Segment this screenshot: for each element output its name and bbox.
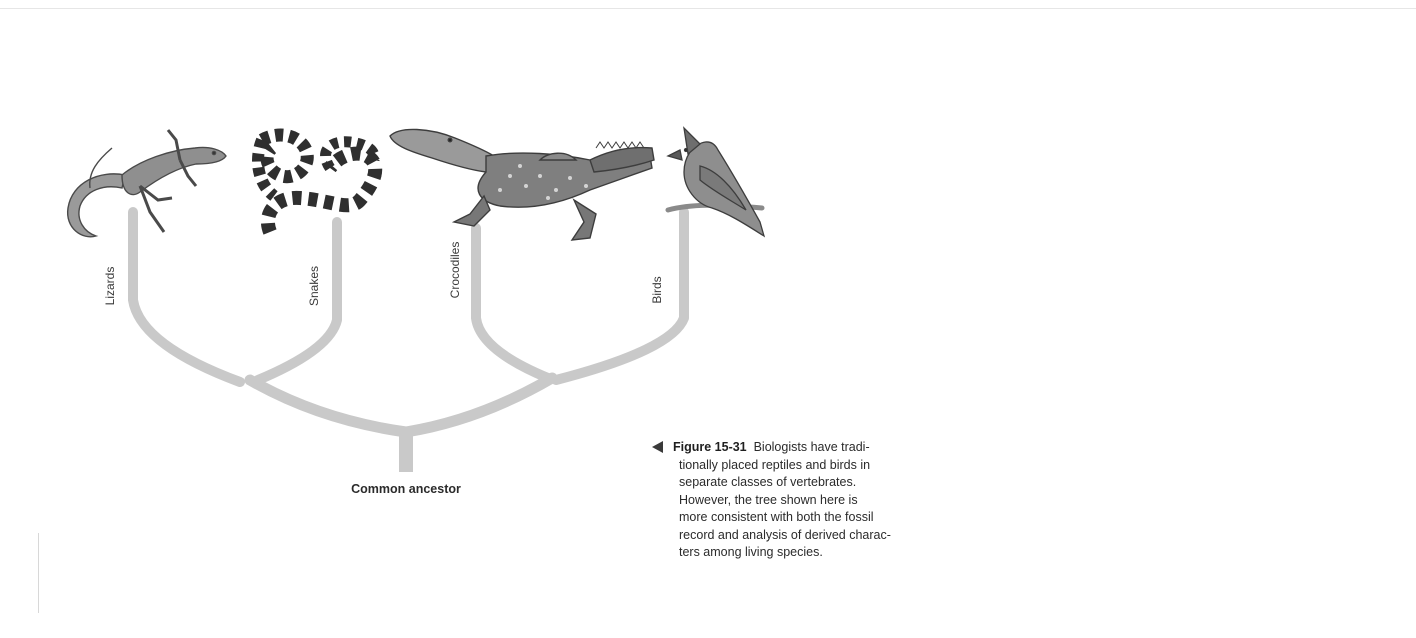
crocodile-illustration [390, 129, 654, 240]
label-snakes: Snakes [307, 266, 321, 306]
caption-line-4: However, the tree shown here is [652, 492, 952, 510]
caption-line-7: ters among living species. [652, 544, 952, 562]
lizard-body [122, 147, 226, 194]
label-birds: Birds [650, 276, 664, 303]
lizard-illustration [68, 130, 226, 237]
crocodile-head [390, 129, 494, 172]
branch-lizards [133, 212, 240, 382]
crocodile-back-leg [572, 200, 596, 240]
label-common-ancestor: Common ancestor [351, 482, 461, 496]
branch-snakes [258, 222, 337, 380]
caption-line-3: separate classes of vertebrates. [652, 474, 952, 492]
crocodile-front-leg [454, 196, 490, 226]
lizard-back-leg [140, 186, 172, 232]
branch-archosaurs [406, 378, 552, 432]
caption-line-5: more consistent with both the fossil [652, 509, 952, 527]
label-crocodiles: Crocodiles [448, 242, 462, 299]
snake-illustration [258, 135, 375, 232]
figure-number: Figure 15-31 [673, 440, 747, 454]
caption-line-2: tionally placed reptiles and birds in [652, 457, 952, 475]
lizard-eye [212, 151, 215, 154]
tree-branches [133, 212, 684, 472]
caption-line-1: Biologists have tradi- [754, 440, 870, 454]
bird-beak [668, 150, 682, 160]
label-lizards: Lizards [103, 267, 117, 306]
bird-eye [685, 149, 688, 152]
caption-line-6: record and analysis of derived charac- [652, 527, 952, 545]
branch-crocodiles [476, 228, 548, 378]
branch-squamates [250, 380, 406, 432]
crocodile-tail-scutes [596, 142, 644, 148]
snake-coil-inner [262, 135, 307, 177]
crocodile-eye [448, 138, 452, 142]
figure-caption: Figure 15-31 Biologists have tradi- tion… [652, 439, 952, 562]
caption-arrow-icon [652, 441, 663, 453]
caption-first-line: Figure 15-31 Biologists have tradi- [652, 439, 952, 457]
lizard-tail [68, 174, 125, 237]
snake-coil-outer [268, 154, 375, 232]
